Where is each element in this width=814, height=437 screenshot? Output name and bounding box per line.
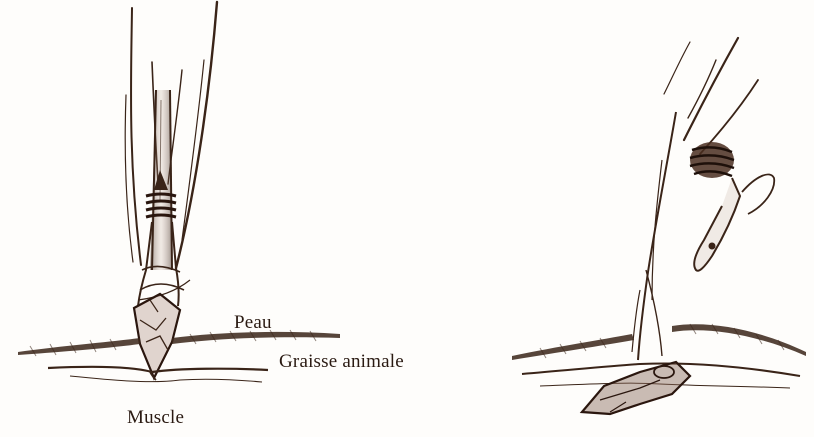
right-shaft — [664, 38, 758, 154]
muscle-label: Muscle — [127, 407, 184, 429]
right-binding — [690, 142, 734, 178]
left-arrowhead — [134, 294, 180, 378]
right-foreshaft — [694, 174, 774, 270]
right-sinew — [632, 112, 676, 360]
fat-label: Graisse animale — [279, 351, 404, 373]
skin-label: Peau — [234, 312, 272, 334]
right-figure — [512, 38, 806, 414]
left-figure — [18, 2, 340, 382]
right-embedded-point — [582, 362, 690, 414]
